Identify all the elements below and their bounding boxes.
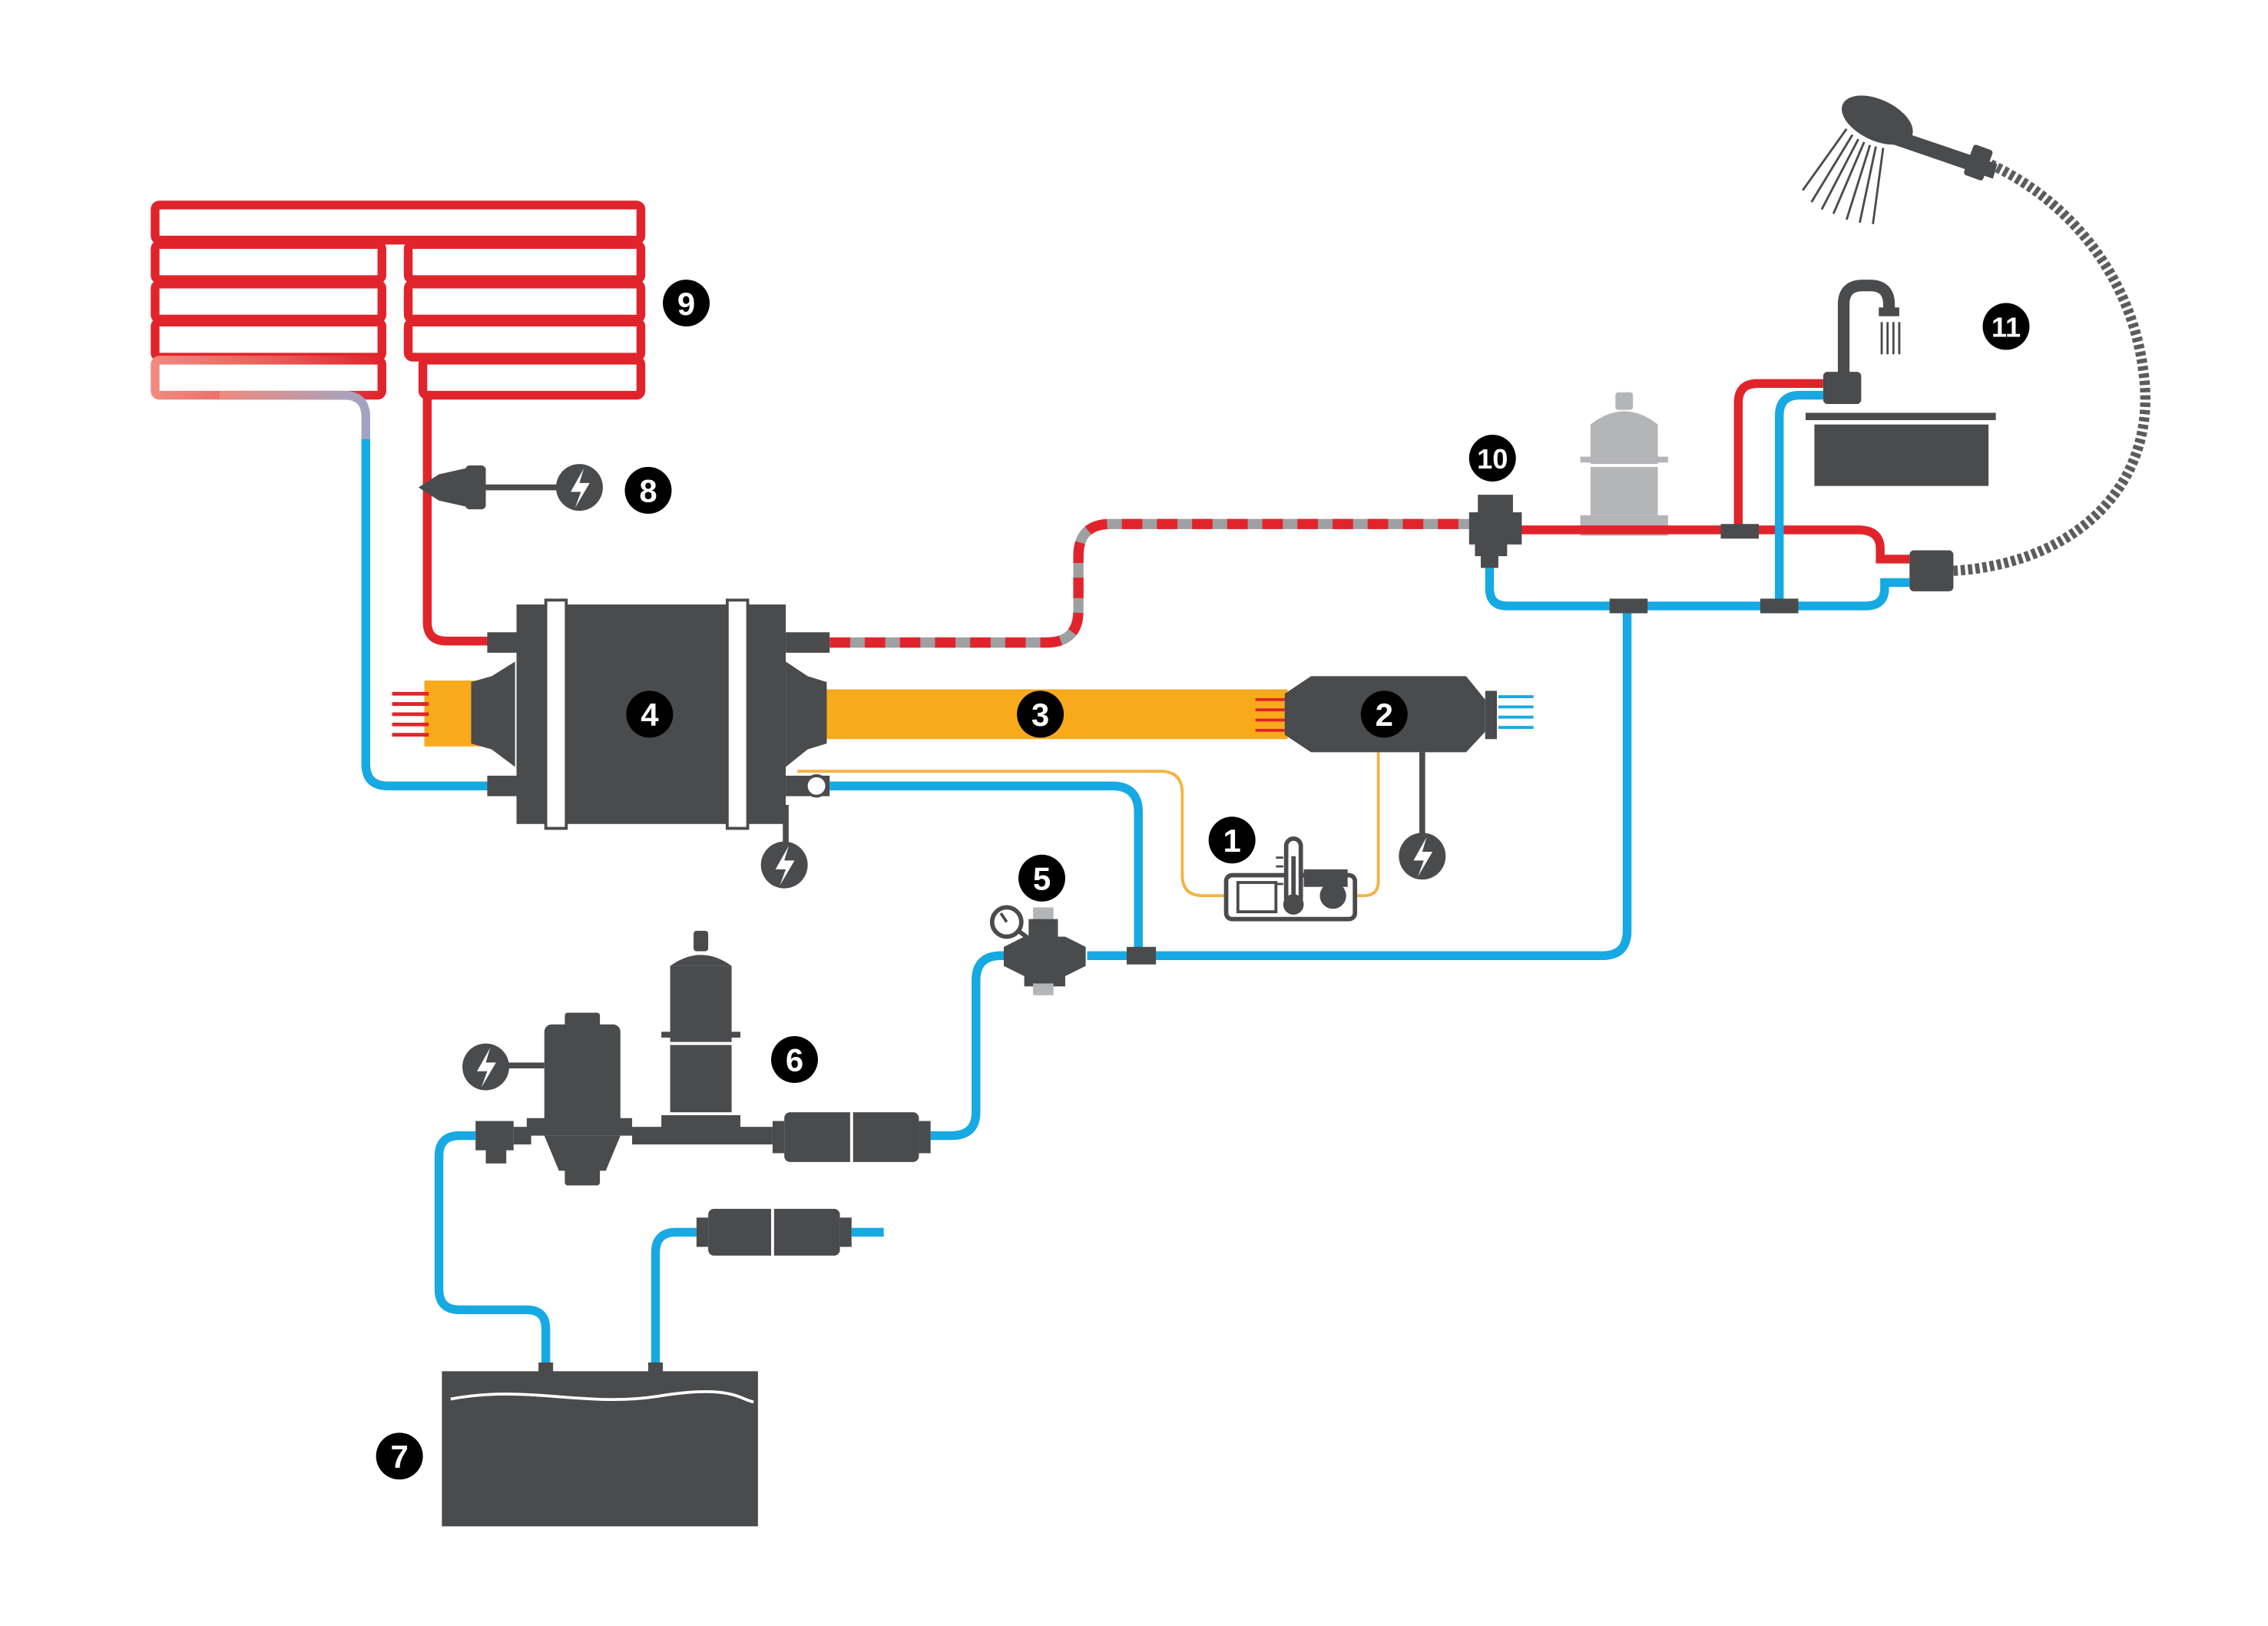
heater-exhaust-lines	[1255, 697, 1285, 732]
radiator-loop	[151, 200, 646, 400]
faucet-icon	[1823, 280, 1901, 405]
mixing-valve	[1468, 495, 1522, 568]
hot-distribution-pipe	[1507, 525, 1910, 564]
shower-hose	[1952, 159, 2150, 576]
sink-and-shower	[1801, 95, 2150, 591]
badge-10: 10	[1468, 435, 1516, 482]
exchanger-hot-outlet-pipe	[829, 518, 1475, 648]
lightning-bolt-icon	[1399, 833, 1446, 880]
badge-4: 4	[626, 690, 674, 738]
cold-tee-1	[1609, 598, 1648, 614]
badge-11: 11	[1982, 303, 2030, 350]
badge-5: 5	[1018, 854, 1065, 902]
pressure-gauge-icon	[989, 905, 1031, 942]
hot-tee	[1720, 524, 1760, 539]
expansion-vessel	[1580, 392, 1668, 536]
radiator-supply-pipe	[422, 395, 507, 646]
exhaust-heat-lines	[392, 691, 429, 737]
badge-3: 3	[1017, 690, 1064, 738]
pump-to-regulator-pipe	[930, 951, 1025, 1141]
shower-hose-connector	[1909, 550, 1954, 591]
cold-line-tee	[1126, 946, 1157, 965]
radiator-row-4-left	[151, 317, 386, 362]
sink-hot-supply-pipe	[1733, 379, 1823, 530]
badge-7: 7	[376, 1432, 423, 1480]
water-tank-body	[442, 1371, 758, 1527]
badge-4-label: 4	[641, 697, 659, 733]
lightning-bolt-icon	[462, 1043, 509, 1091]
badge-6: 6	[771, 1036, 818, 1084]
tank-to-pump-pipe	[434, 1131, 551, 1367]
badge-11-label: 11	[1992, 311, 2021, 343]
radiator-row-bottom-left	[151, 356, 386, 400]
lightning-bolt-icon	[555, 464, 603, 512]
lightning-bolt-icon	[760, 841, 808, 889]
radiator-row-4-right	[403, 317, 646, 362]
badge-8-label: 8	[639, 473, 657, 509]
badge-9-label: 9	[677, 286, 695, 322]
badge-1-label: 1	[1223, 823, 1240, 859]
pressure-regulator	[989, 905, 1086, 995]
sink-rim	[1805, 412, 1996, 420]
circulation-pump	[418, 464, 603, 512]
signal-wires	[797, 752, 1380, 898]
badge-3-label: 3	[1031, 697, 1049, 733]
badge-6-label: 6	[786, 1042, 803, 1078]
water-tank	[442, 1362, 758, 1527]
badge-2-label: 2	[1376, 697, 1393, 733]
water-pump-assembly	[462, 930, 931, 1186]
heat-exchanger	[471, 598, 830, 889]
radiator-return-pipe-cold	[361, 439, 507, 790]
main-cold-line	[1087, 605, 1632, 960]
badge-10-label: 10	[1477, 443, 1508, 475]
exchanger-hot-outlet-insulation	[829, 518, 1475, 648]
sink-cold-supply-pipe	[1774, 390, 1823, 606]
badge-8: 8	[624, 466, 672, 514]
radiator-row-top	[151, 200, 646, 245]
heater-intake-lines	[1498, 695, 1534, 729]
radiator-row-2-right	[403, 240, 646, 284]
cold-tee-2	[1760, 598, 1799, 614]
badge-1: 1	[1208, 816, 1256, 864]
radiator-row-bottom-right	[418, 356, 646, 400]
shower-head-icon	[1801, 95, 1998, 224]
thermostat-icon	[1276, 836, 1348, 915]
radiator-row-3-right	[403, 280, 646, 324]
exchanger-cold-inlet-pipe	[829, 781, 1143, 956]
badge-5-label: 5	[1033, 861, 1051, 897]
badge-2: 2	[1360, 690, 1408, 738]
radiator-row-2-left	[151, 240, 386, 284]
tank-fill-pipe	[651, 1227, 697, 1367]
sink-basin	[1814, 424, 1989, 486]
badge-9: 9	[663, 280, 710, 327]
fill-line-filter	[696, 1208, 852, 1256]
radiator-row-3-left	[151, 280, 386, 324]
cold-distribution-pipe	[1485, 553, 1910, 611]
control-panel	[1223, 836, 1358, 922]
badge-7-label: 7	[390, 1439, 408, 1475]
